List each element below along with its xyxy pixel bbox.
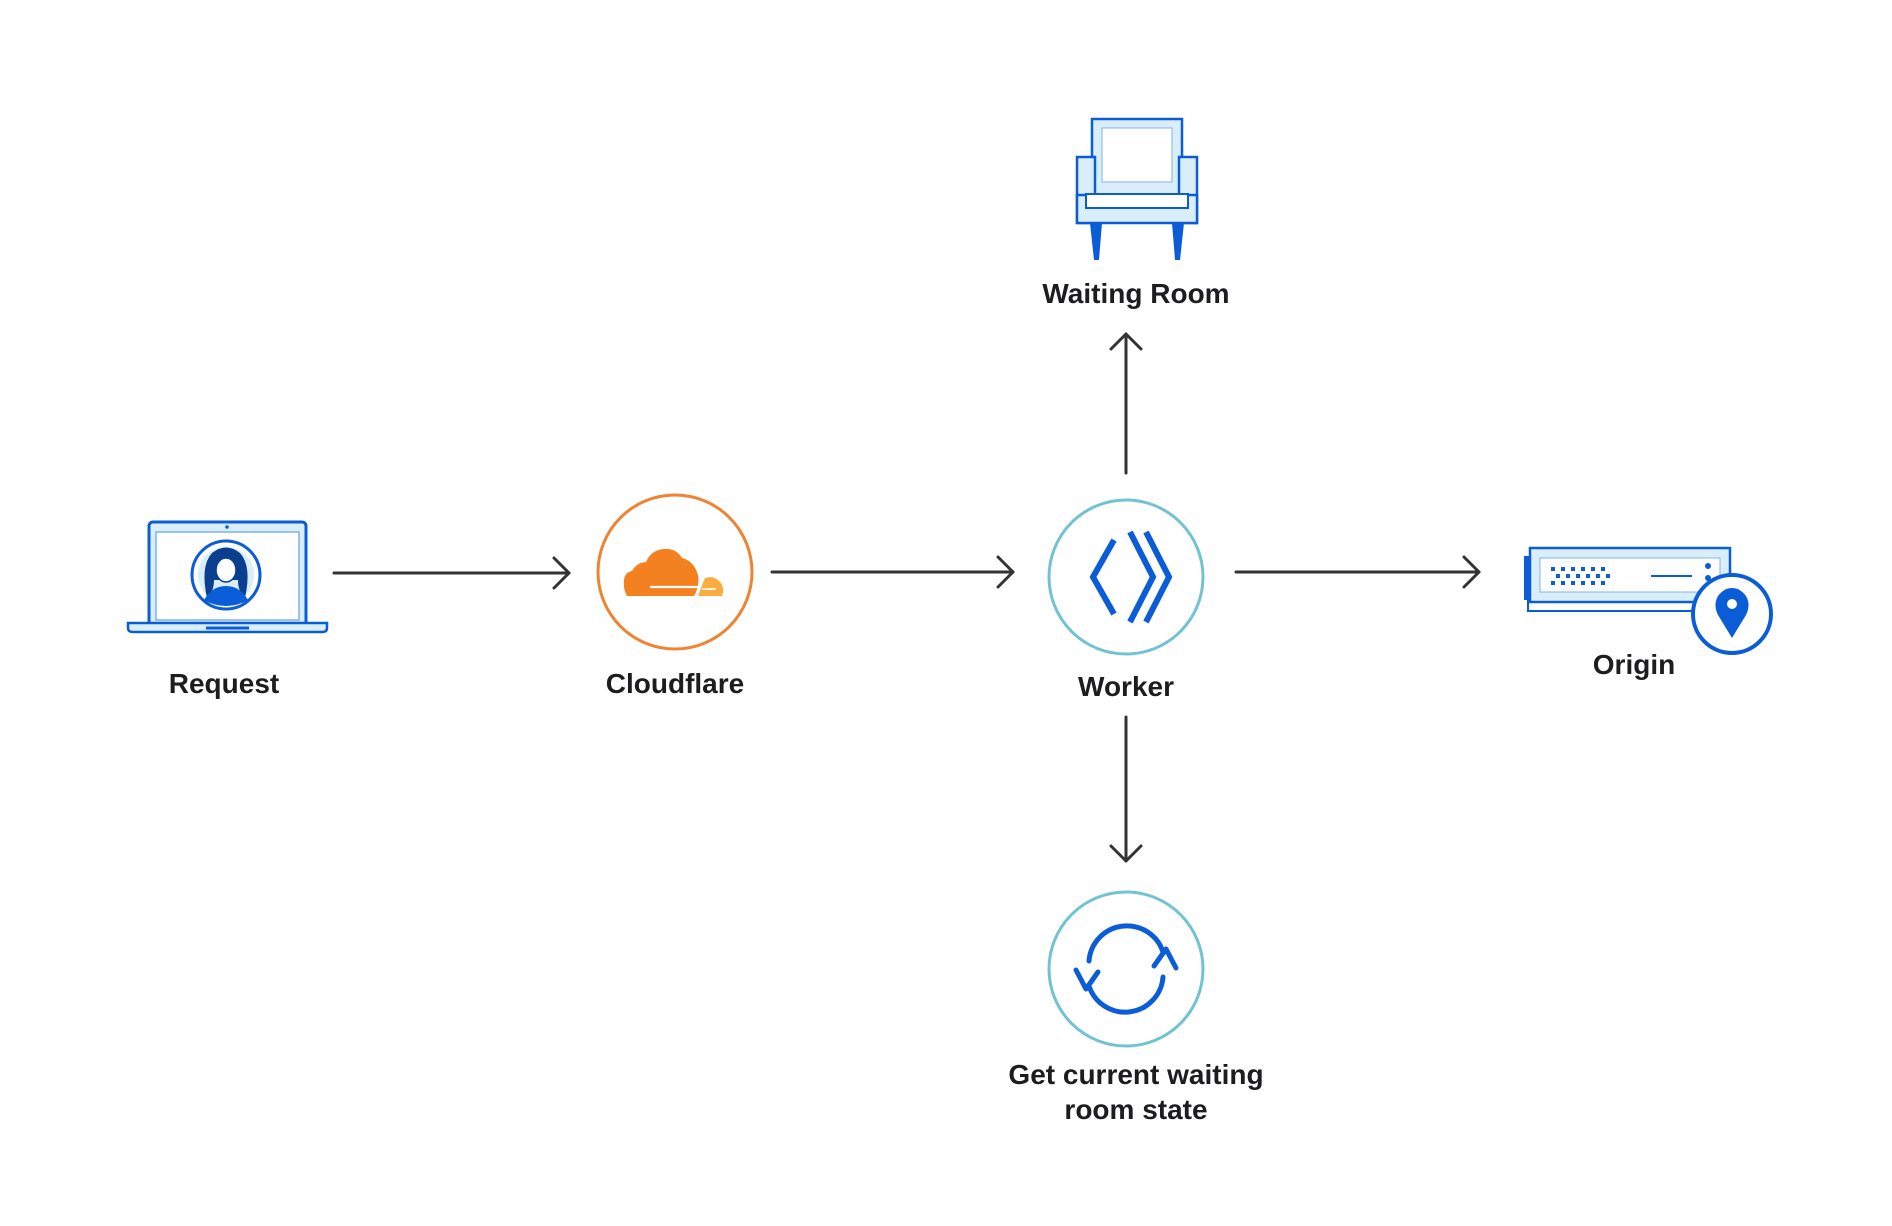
worker-label: Worker (1078, 671, 1174, 702)
laptop-user-icon (126, 520, 329, 634)
cloudflare-cloud-icon (623, 548, 724, 596)
worker-chevrons-icon (1089, 530, 1173, 624)
state-node (1047, 890, 1205, 1048)
edge-cloudflare-to-worker (770, 555, 1015, 589)
edge-worker-to-origin (1234, 555, 1481, 589)
server-location-icon (1524, 546, 1773, 655)
cloudflare-label: Cloudflare (606, 668, 744, 699)
edge-request-to-cloudflare (332, 556, 571, 590)
armchair-icon (1075, 117, 1199, 260)
edge-worker-to-state (1109, 715, 1143, 863)
refresh-icon (1073, 923, 1179, 1015)
state-label-line2: room state (1064, 1094, 1207, 1125)
waiting-room-label: Waiting Room (1042, 278, 1229, 309)
origin-label: Origin (1593, 649, 1675, 680)
edge-worker-to-waiting-room (1109, 332, 1143, 475)
cloudflare-node (596, 493, 754, 651)
request-label: Request (169, 668, 279, 699)
worker-node (1047, 498, 1205, 656)
state-label-line1: Get current waiting (1008, 1059, 1263, 1090)
